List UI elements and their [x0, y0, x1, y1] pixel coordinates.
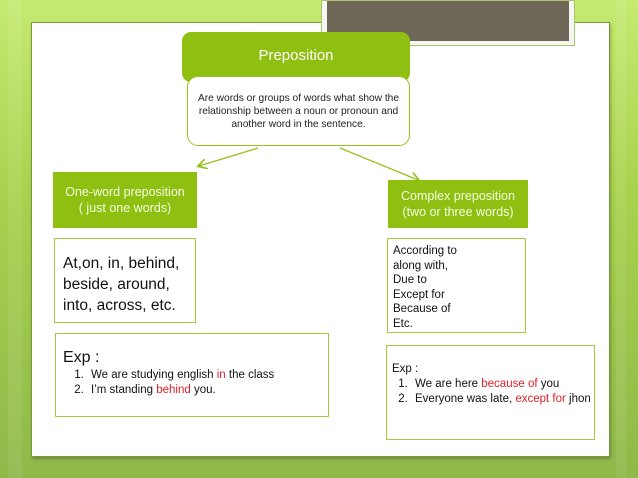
- highlighted-preposition: behind: [156, 384, 191, 396]
- example-item: We are here because of you: [411, 377, 594, 392]
- arrow-right: [339, 147, 418, 180]
- example-list: We are studying english in the class I’m…: [63, 368, 328, 398]
- photo-placeholder: [321, 0, 575, 46]
- complex-list-item: Due to: [393, 274, 427, 286]
- complex-list-item: Except for: [393, 288, 445, 301]
- definition-box: Are words or groups of words what show t…: [187, 76, 410, 146]
- complex-example-box: Exp : We are here because of you Everyon…: [386, 345, 595, 440]
- background-stripe: [616, 0, 626, 478]
- one-word-subtitle: ( just one words): [78, 201, 172, 215]
- complex-list-item: According to: [393, 245, 457, 257]
- page-title: Preposition: [258, 47, 334, 64]
- title-box: Preposition: [182, 32, 410, 82]
- example-item: We are studying english in the class: [87, 368, 328, 383]
- complex-list-item: along with,: [393, 259, 448, 272]
- highlighted-preposition: in: [216, 369, 226, 381]
- one-word-header: One-word preposition ( just one words): [53, 172, 197, 228]
- complex-list-item: Because of: [393, 303, 451, 315]
- background-stripe: [8, 0, 22, 478]
- complex-list-item: Etc.: [393, 317, 413, 330]
- one-word-list: At,on, in, behind, beside, around, into,…: [63, 255, 180, 314]
- arrow-left: [199, 147, 259, 166]
- example-list: We are here because of you Everyone was …: [392, 377, 594, 407]
- complex-title: Complex preposition: [401, 189, 515, 203]
- example-item: Everyone was late, except for jhon: [411, 392, 594, 407]
- one-word-list-box: At,on, in, behind, beside, around, into,…: [54, 238, 196, 323]
- complex-header: Complex preposition (two or three words): [388, 180, 528, 228]
- highlighted-preposition: except for: [515, 393, 566, 405]
- highlighted-preposition: because of: [481, 378, 538, 390]
- definition-text: Are words or groups of words what show t…: [197, 92, 399, 130]
- complex-subtitle: (two or three words): [402, 205, 514, 219]
- one-word-title: One-word preposition: [65, 185, 185, 199]
- example-label: Exp :: [392, 363, 419, 375]
- one-word-example-box: Exp : We are studying english in the cla…: [55, 333, 329, 417]
- example-label: Exp :: [63, 349, 100, 366]
- complex-list-box: According to along with, Due to Except f…: [387, 238, 526, 333]
- example-item: I’m standing behind you.: [87, 383, 328, 398]
